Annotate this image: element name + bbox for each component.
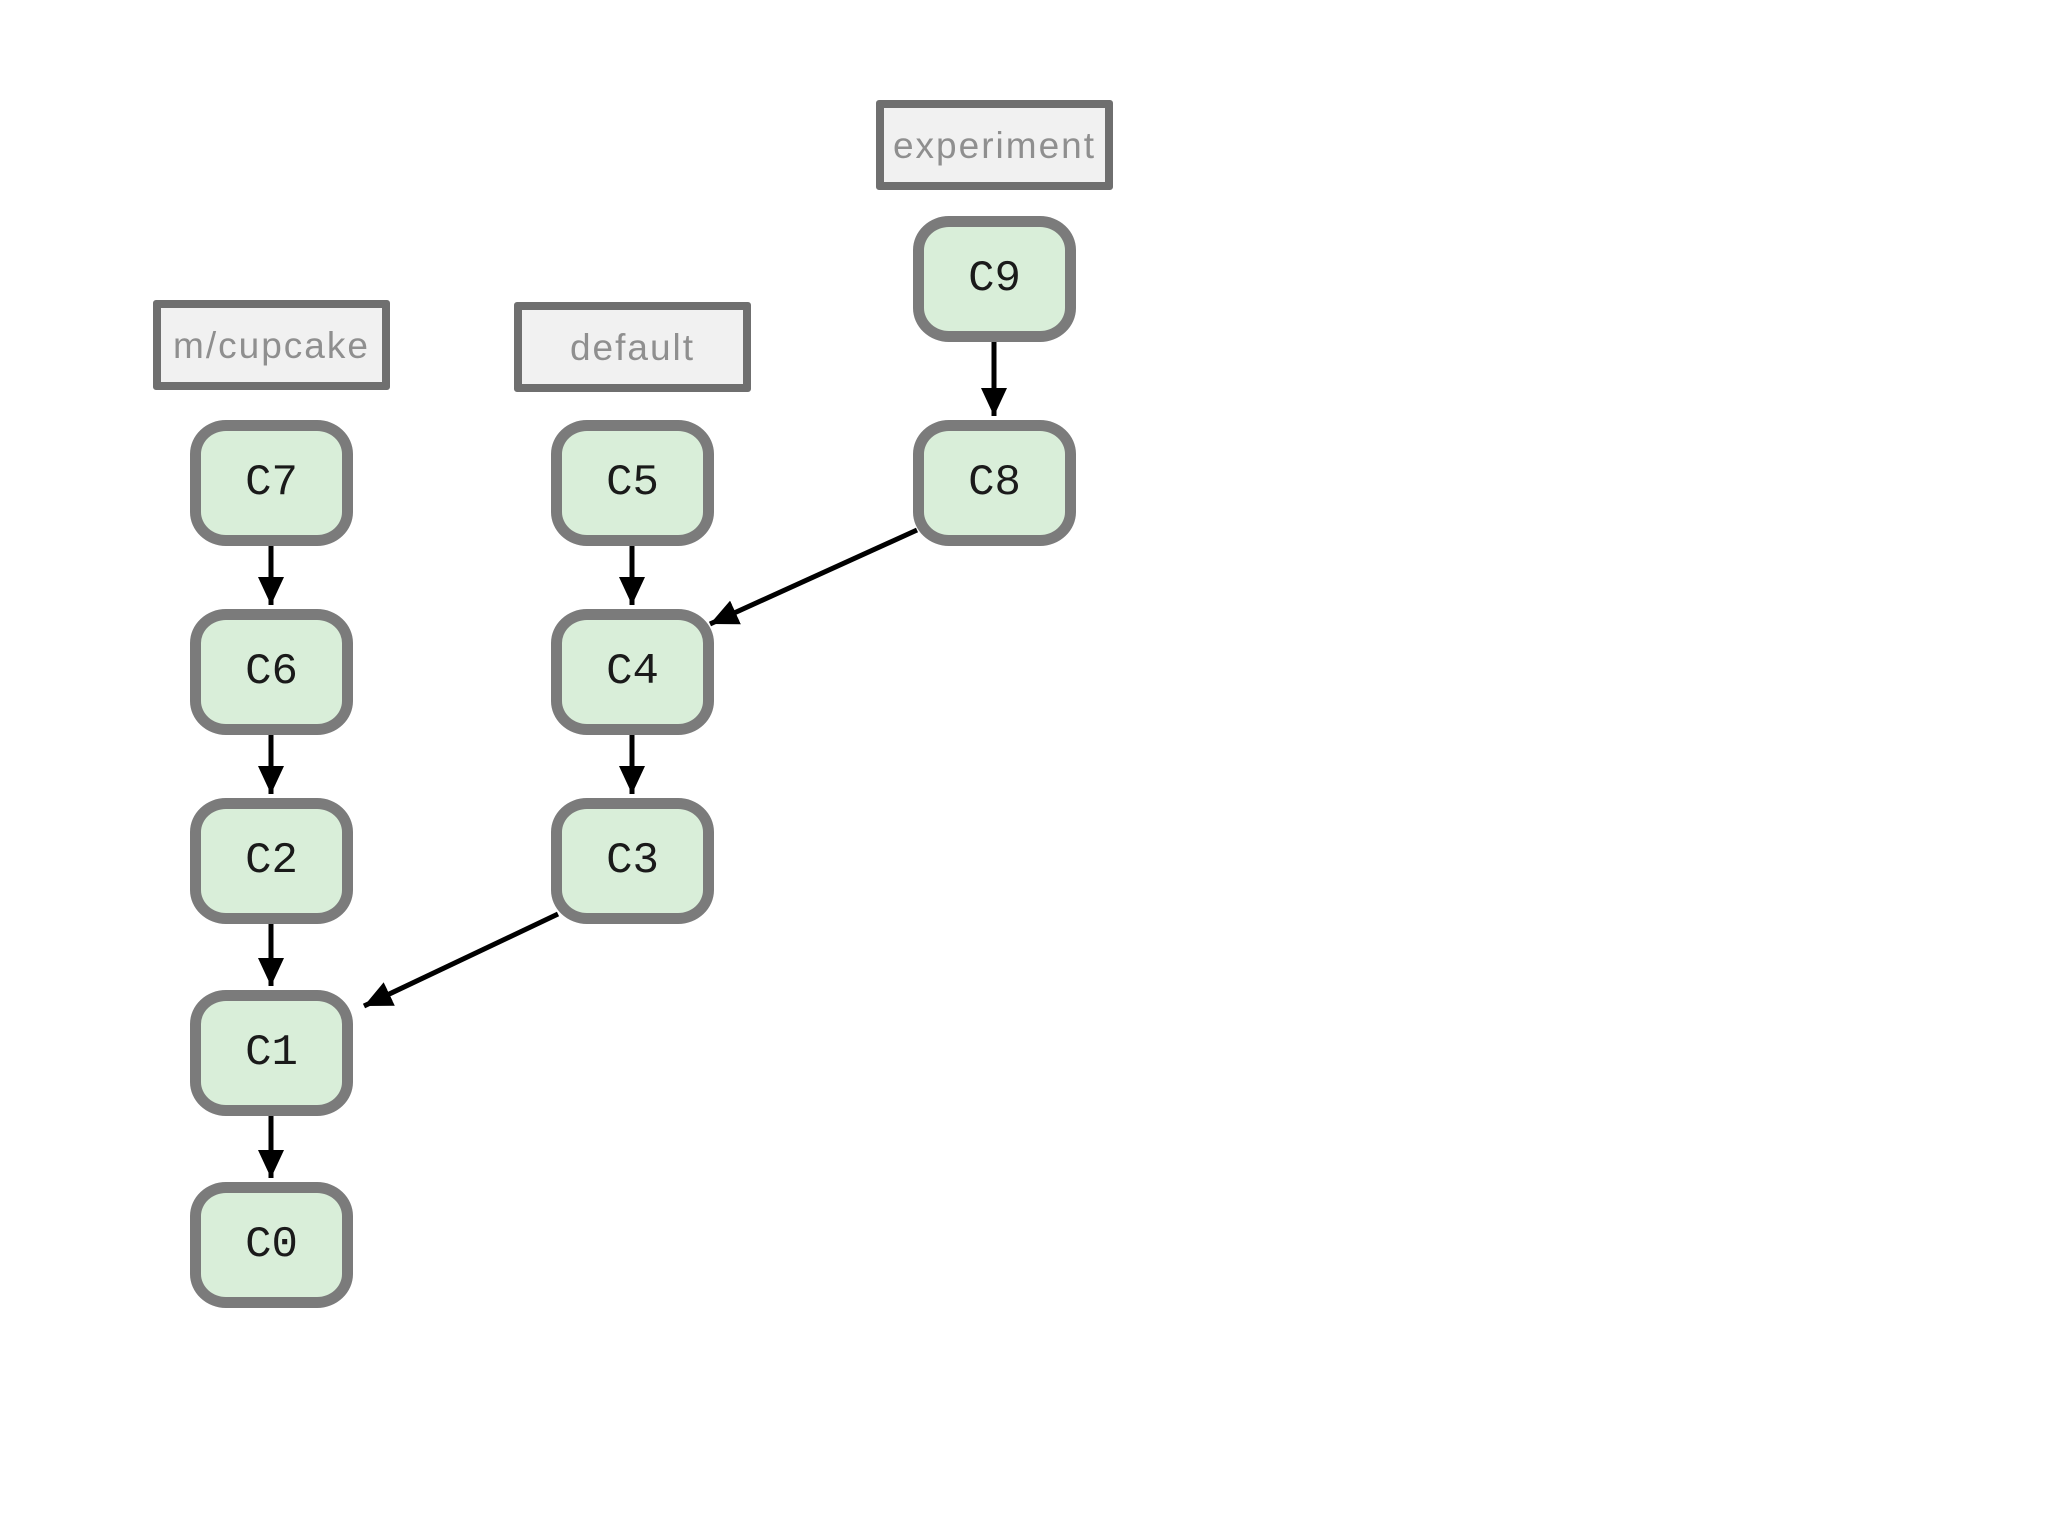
branch-label-default: default	[514, 302, 751, 392]
edge-C8-C4	[708, 527, 919, 627]
commit-id: C3	[606, 836, 659, 886]
commit-node-C8: C8	[913, 420, 1076, 546]
commit-node-C3: C3	[551, 798, 714, 924]
commit-node-C1: C1	[190, 990, 353, 1116]
commit-id: C7	[245, 458, 298, 508]
commit-node-C0: C0	[190, 1182, 353, 1308]
commit-id: C5	[606, 458, 659, 508]
commit-id: C1	[245, 1028, 298, 1078]
commit-node-C5: C5	[551, 420, 714, 546]
commit-node-C7: C7	[190, 420, 353, 546]
branch-label-m-cupcake: m/cupcake	[153, 300, 390, 390]
commit-node-C9: C9	[913, 216, 1076, 342]
commit-node-C2: C2	[190, 798, 353, 924]
commit-id: C0	[245, 1220, 298, 1270]
edge-C3-C1	[362, 911, 560, 1009]
commit-node-C6: C6	[190, 609, 353, 735]
branch-name: m/cupcake	[173, 324, 370, 366]
commit-id: C8	[968, 458, 1021, 508]
commit-id: C4	[606, 647, 659, 697]
branch-name: experiment	[892, 124, 1097, 166]
commit-node-C4: C4	[551, 609, 714, 735]
branch-name: default	[569, 326, 696, 368]
commit-id: C2	[245, 836, 298, 886]
commit-id: C9	[968, 254, 1021, 304]
branch-label-experiment: experiment	[876, 100, 1113, 190]
commit-id: C6	[245, 647, 298, 697]
